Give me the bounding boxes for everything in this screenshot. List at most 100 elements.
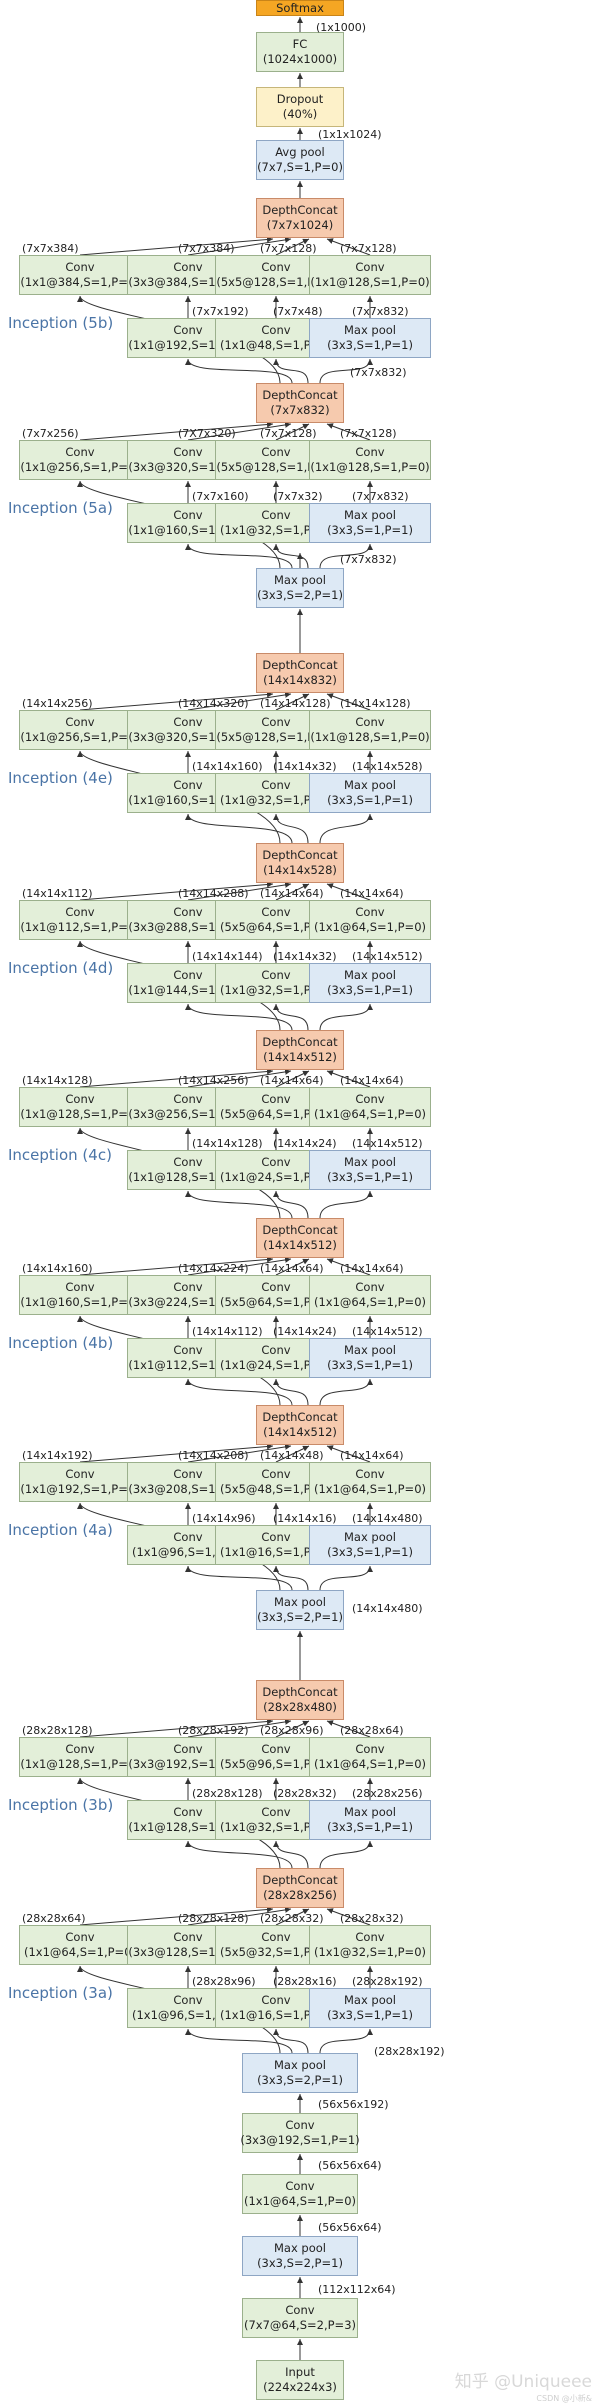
inc4d-poolproj-box-line1: Conv [355, 905, 385, 919]
inc4a-size-maxpool: (14x14x480) [352, 1512, 423, 1525]
arrow-inc4a-conv1x1-concat [79, 1443, 274, 1463]
arrow-inc5a-poolproj-concat [326, 423, 371, 441]
inc4d-label: Inception (4d) [8, 959, 114, 977]
inc3b-maxpool-box: Max pool(3x3,S=1,P=1) [309, 1800, 431, 1840]
curve-inc4b-to-red5 [273, 1378, 309, 1406]
arrow-inc3a-conv3x3-concat [187, 1906, 292, 1926]
inc4b-maxpool-box-line1: Max pool [344, 1343, 396, 1357]
inc3a-poolproj-box-line1: Conv [355, 1930, 385, 1944]
inc4b-conv1x1-box-line2: (1x1@160,S=1,P=0) [20, 1295, 140, 1309]
concat5a-output-size: (7x7x832) [350, 366, 407, 379]
inc4a-size-1x1: (14x14x192) [22, 1449, 93, 1462]
inc4a-poolproj-box-line1: Conv [355, 1467, 385, 1481]
inc5b-conv5x5-box-line1: Conv [261, 260, 291, 274]
inc4e-size-red5: (14x14x32) [273, 760, 337, 773]
curve-inc4c-to-red5 [273, 1190, 309, 1219]
maxpool1-box: Max pool(3x3,S=2,P=1) [242, 2236, 358, 2276]
inc4b-reduce5-box-line2: (1x1@24,S=1,P=0) [220, 1358, 332, 1372]
inc5b-conv1x1-box: Conv(1x1@384,S=1,P=0) [19, 255, 141, 295]
fc-box: FC(1024x1000) [256, 32, 344, 72]
depthconcat-inc3b: DepthConcat(28x28x480) [256, 1680, 344, 1720]
depthconcat-inc3a-line2: (28x28x256) [263, 1888, 337, 1902]
curve-inc4a-to-pool [319, 1565, 373, 1591]
inc4a-reduce3-box-line1: Conv [173, 1530, 203, 1544]
inc5a-poolproj-box-line1: Conv [355, 445, 385, 459]
inc4c-size-red3: (14x14x128) [192, 1137, 263, 1150]
inc5a-conv5x5-box-line1: Conv [261, 445, 291, 459]
curve-inc4d-to-red3 [185, 1003, 293, 1031]
maxpool4-output-size: (7x7x832) [340, 553, 397, 566]
inc5a-size-red3: (7x7x160) [192, 490, 249, 503]
inc5a-maxpool-box-line1: Max pool [344, 508, 396, 522]
inc5a-size-maxpool: (7x7x832) [352, 490, 409, 503]
arrow-inc3a-conv1x1-concat [79, 1906, 274, 1926]
inc4d-conv1x1-box: Conv(1x1@112,S=1,P=0) [19, 900, 141, 940]
inc4e-conv1x1-box: Conv(1x1@256,S=1,P=0) [19, 710, 141, 750]
arrow-inc4e-poolproj-concat [326, 693, 371, 711]
arrow-inc5b-poolproj-concat [326, 238, 371, 256]
inc3a-label: Inception (3a) [8, 1984, 113, 2002]
inc4c-size-5x5: (14x14x64) [260, 1074, 324, 1087]
inc5b-size-red5: (7x7x48) [273, 305, 323, 318]
inc4b-size-3x3: (14x14x224) [178, 1262, 249, 1275]
inc5a-size-3x3: (7X7x320) [178, 427, 236, 440]
inc4d-poolproj-box-line2: (1x1@64,S=1,P=0) [314, 920, 426, 934]
arrow-inc4b-conv3x3-concat [187, 1256, 292, 1276]
maxpool2-box: Max pool(3x3,S=2,P=1) [242, 2053, 358, 2093]
inc4d-reduce3-box-line1: Conv [173, 968, 203, 982]
inc5a-size-pool: (7x7x128) [340, 427, 397, 440]
depthconcat-inc4a-line1: DepthConcat [262, 1410, 338, 1424]
inc4e-size-pool: (14x14x128) [340, 697, 411, 710]
dropout-box-line1: Dropout [276, 92, 324, 106]
inc3b-poolproj-box: Conv(1x1@64,S=1,P=0) [309, 1737, 431, 1777]
depthconcat-inc4a-line2: (14x14x512) [263, 1425, 337, 1439]
arrow-inc3b-conv5x5-concat [275, 1720, 310, 1738]
inc5b-maxpool-box-line2: (3x3,S=1,P=1) [327, 338, 413, 352]
inc4b-conv5x5-box-line2: (5x5@64,S=1,P=2) [220, 1295, 332, 1309]
inc5b-poolproj-box: Conv(1x1@128,S=1,P=0) [309, 255, 431, 295]
inc5b-conv3x3-box-line1: Conv [173, 260, 203, 274]
maxpool1-output-size: (56x56x64) [318, 2221, 382, 2234]
fc-box-line1: FC [292, 37, 308, 51]
inc3a-size-5x5: (28x28x32) [260, 1912, 324, 1925]
inc4d-size-red5: (14x14x32) [273, 950, 337, 963]
inc5a-maxpool-box-line2: (3x3,S=1,P=1) [327, 523, 413, 537]
arrow-inc4d-poolproj-concat [326, 883, 371, 901]
conv1-box: Conv(7x7@64,S=2,P=3) [242, 2298, 358, 2338]
arrow-inc4a-conv5x5-concat [275, 1445, 310, 1463]
conv1-box-line1: Conv [285, 2303, 315, 2317]
arrow-inc4d-conv3x3-concat [187, 881, 292, 901]
inc4d-size-5x5: (14x14x64) [260, 887, 324, 900]
inc4e-size-5x5: (14x14x128) [260, 697, 331, 710]
inc5a-reduce5-box-line1: Conv [261, 508, 291, 522]
inc4c-conv1x1-box-line1: Conv [65, 1092, 95, 1106]
inc5b-size-3x3: (7x7x384) [178, 242, 235, 255]
avgpool-box: Avg pool(7x7,S=1,P=0) [256, 140, 344, 180]
depthconcat-inc4e-line2: (14x14x832) [263, 673, 337, 687]
inc3a-size-red3: (28x28x96) [192, 1975, 256, 1988]
inc4d-conv1x1-box-line2: (1x1@112,S=1,P=0) [20, 920, 140, 934]
avgpool-box-line2: (7x7,S=1,P=0) [257, 160, 343, 174]
inc4e-reduce5-box-line1: Conv [261, 778, 291, 792]
inc4e-conv5x5-box-line2: (5x5@128,S=1,P=2) [216, 730, 336, 744]
inc5b-conv1x1-box-line1: Conv [65, 260, 95, 274]
inc3a-maxpool-box-line2: (3x3,S=1,P=1) [327, 2008, 413, 2022]
inc4c-size-red5: (14x14x24) [273, 1137, 337, 1150]
avgpool-output-size: (1x1x1024) [318, 128, 382, 141]
inc4d-size-maxpool: (14x14x512) [352, 950, 423, 963]
inc5b-reduce5-box-line1: Conv [261, 323, 291, 337]
maxpool1-box-line1: Max pool [274, 2241, 326, 2255]
inc4a-conv5x5-box-line1: Conv [261, 1467, 291, 1481]
maxpool1-box-line2: (3x3,S=2,P=1) [257, 2256, 343, 2270]
inc3b-conv5x5-box-line1: Conv [261, 1742, 291, 1756]
fc-box-line2: (1024x1000) [262, 52, 338, 66]
curve-inc4a-to-red5 [273, 1565, 309, 1591]
inc3a-size-1x1: (28x28x64) [22, 1912, 86, 1925]
inc5a-conv3x3-box-line1: Conv [173, 445, 203, 459]
inc4a-reduce5-box-line1: Conv [261, 1530, 291, 1544]
curve-inc5a-to-red5 [273, 543, 309, 569]
depthconcat-inc4d: DepthConcat(14x14x528) [256, 843, 344, 883]
inc3b-conv1x1-box-line1: Conv [65, 1742, 95, 1756]
inc5b-reduce3-box-line1: Conv [173, 323, 203, 337]
inc4c-reduce5-box-line2: (1x1@24,S=1,P=0) [220, 1170, 332, 1184]
